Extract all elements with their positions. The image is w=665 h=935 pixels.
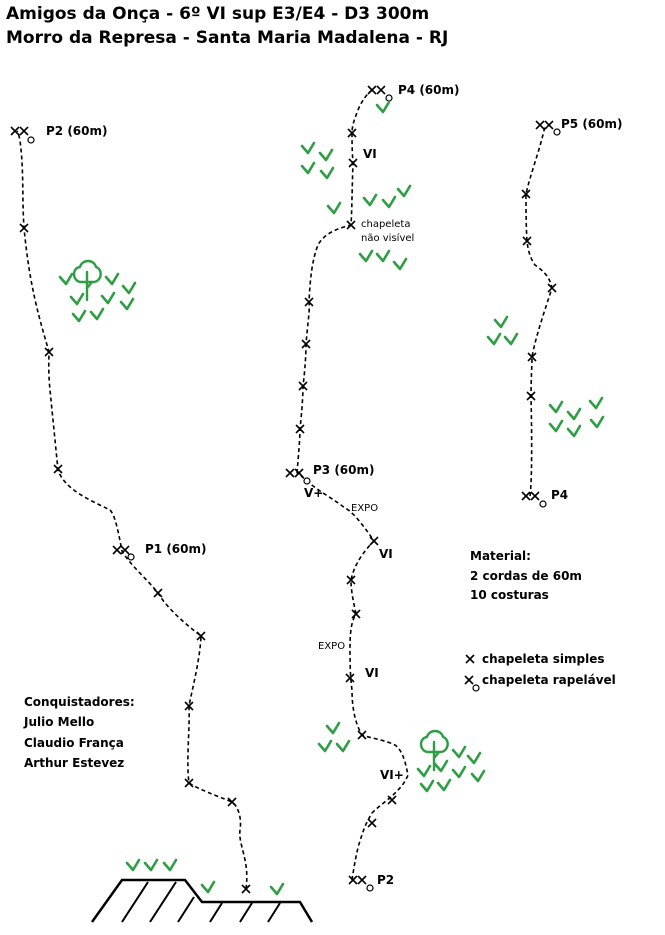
bolt-marker bbox=[227, 797, 237, 807]
bolt-marker bbox=[357, 730, 367, 740]
legend-simple-label: chapeleta simples bbox=[482, 652, 605, 666]
credits-heading: Conquistadores: bbox=[24, 695, 135, 709]
legend-simple-bolt-icon bbox=[465, 654, 475, 664]
bolt-marker bbox=[348, 158, 358, 168]
route-line-mid-upper bbox=[296, 89, 373, 474]
grade-vi-plus: VI+ bbox=[380, 768, 404, 782]
bolt-marker bbox=[295, 424, 305, 434]
bolt-marker bbox=[387, 795, 397, 805]
expo-note-upper: EXPO bbox=[351, 503, 378, 514]
rappel-ring bbox=[303, 477, 311, 485]
rappel-ring bbox=[366, 884, 374, 892]
belay-station-p2-mid bbox=[348, 875, 367, 885]
bolt-marker bbox=[369, 536, 379, 546]
material-heading: Material: bbox=[470, 549, 531, 563]
anchor-label-p2-left: P2 (60m) bbox=[46, 124, 108, 138]
rappel-ring bbox=[539, 500, 547, 508]
route-line-right bbox=[525, 125, 553, 497]
belay-station-p3 bbox=[285, 468, 304, 478]
rappel-ring bbox=[553, 128, 561, 136]
material-item: 2 cordas de 60m bbox=[470, 569, 582, 583]
bolt-marker bbox=[367, 818, 377, 828]
rappel-ring bbox=[127, 553, 135, 561]
grade-vi-lower: VI bbox=[365, 666, 379, 680]
bolt-marker bbox=[526, 391, 536, 401]
topo-title: Amigos da Onça - 6º VI sup E3/E4 - D3 30… bbox=[6, 4, 430, 24]
route-line-mid-lower bbox=[296, 472, 409, 881]
credits-name: Julio Mello bbox=[23, 715, 94, 729]
topo-subtitle: Morro da Represa - Santa Maria Madalena … bbox=[6, 28, 449, 48]
anchor-label-p1: P1 (60m) bbox=[145, 542, 207, 556]
bolt-marker bbox=[19, 223, 29, 233]
hidden-bolt-note-1: chapeleta bbox=[361, 219, 410, 230]
anchor-label-p5: P5 (60m) bbox=[561, 117, 623, 131]
bolt-marker bbox=[153, 588, 163, 598]
legend-rappel-ring-icon bbox=[472, 684, 480, 692]
ground-hatching bbox=[121, 881, 281, 923]
route-line-left bbox=[16, 130, 248, 890]
vegetation-cluster-left bbox=[58, 259, 137, 323]
vegetation-cluster-right bbox=[486, 315, 605, 438]
legend-rappel-bolt-icon bbox=[464, 675, 474, 685]
expo-note-lower: EXPO bbox=[318, 641, 345, 652]
anchor-label-p4-top: P4 (60m) bbox=[398, 83, 460, 97]
ground-outline bbox=[90, 878, 314, 923]
belay-station-p2-left bbox=[10, 126, 29, 136]
rappel-ring bbox=[385, 94, 393, 102]
anchor-label-p2-mid: P2 bbox=[377, 873, 394, 887]
bolt-marker bbox=[53, 464, 63, 474]
legend-rappel-label: chapeleta rapelável bbox=[482, 673, 616, 687]
hidden-bolt-note-2: não visível bbox=[361, 232, 414, 244]
anchor-label-p3: P3 (60m) bbox=[313, 463, 375, 477]
vegetation-cluster-ground bbox=[125, 858, 285, 896]
anchor-label-p4-right: P4 bbox=[551, 488, 568, 502]
belay-station-p4-top bbox=[367, 85, 386, 95]
credits-name: Claudio França bbox=[24, 736, 124, 750]
grade-vi-upper: VI bbox=[379, 547, 393, 561]
grade-vi-pitch4: VI bbox=[363, 147, 377, 161]
rappel-ring bbox=[27, 136, 35, 144]
tree-icon bbox=[72, 259, 102, 302]
credits-name: Arthur Estevez bbox=[24, 756, 124, 770]
material-item: 10 costuras bbox=[470, 588, 549, 602]
grade-v-plus: V+ bbox=[304, 486, 323, 500]
